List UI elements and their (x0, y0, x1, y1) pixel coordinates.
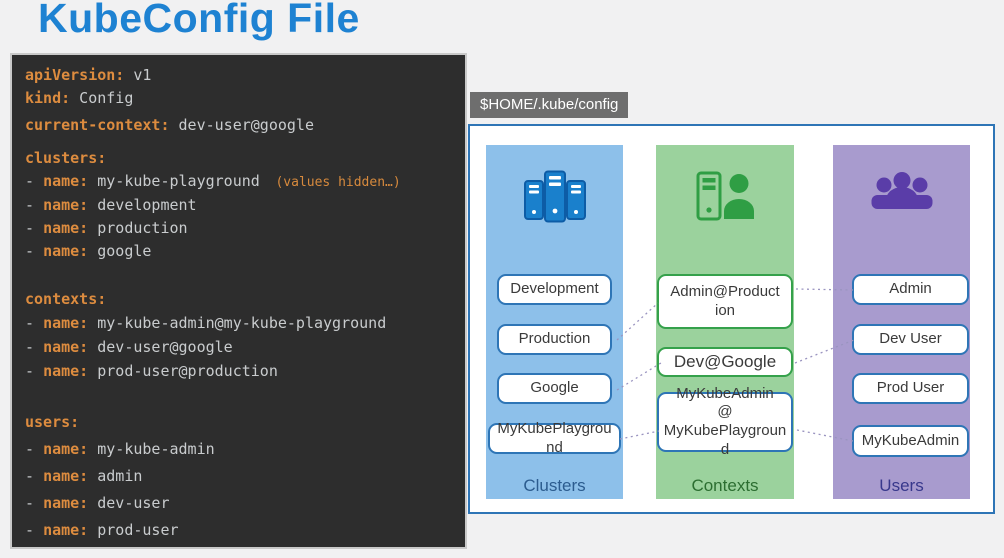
diagram-box-development: Development (497, 274, 612, 305)
server-cluster-icon (486, 170, 623, 230)
server-user-icon (656, 170, 794, 222)
code-line: - name: dev-user (25, 494, 170, 512)
code-section-clusters: clusters: - name: my-kube-playground (val… (25, 147, 452, 263)
code-line: - name: dev-user@google (25, 338, 233, 356)
code-line: clusters: (25, 149, 107, 167)
clusters-column-label: Clusters (523, 476, 586, 495)
code-line: - name: my-kube-admin@my-kube-playground (25, 314, 387, 332)
code-line: - name: prod-user@production (25, 362, 278, 380)
diagram-box-google: Google (497, 373, 612, 404)
diagram-box-prod-user: Prod User (852, 373, 969, 404)
connector-google-devgoogle (616, 362, 662, 391)
code-line: - name: google (25, 242, 152, 260)
connector-mykubeplayground-mykubeadmin (619, 430, 660, 440)
code-section-head: apiVersion: v1 kind: Config (25, 64, 452, 110)
code-line: - name: my-kube-admin (25, 440, 215, 458)
users-column-label: Users (879, 476, 924, 495)
code-section-users: users: - name: my-kube-admin - name: admin… (25, 409, 452, 544)
connector-production-adminproduction (616, 302, 659, 341)
code-line: - name: my-kube-playground (values hidde… (25, 172, 401, 190)
page-title: KubeConfig File (38, 0, 360, 41)
code-line: apiVersion: v1 (25, 66, 152, 84)
code-line: users: (25, 413, 80, 431)
diagram-box-admin-production: Admin@Production (657, 274, 793, 329)
code-line: current-context: dev-user@google (25, 116, 314, 134)
diagram-box-dev-google: Dev@Google (657, 347, 793, 377)
code-line: kind: Config (25, 89, 134, 107)
code-line: contexts: (25, 290, 107, 308)
contexts-column-label: Contexts (691, 476, 759, 495)
kubeconfig-code-block: apiVersion: v1 kind: Config current-contex… (10, 53, 467, 549)
diagram-box-admin: Admin (852, 274, 969, 305)
diagram-box-mykubeadmin-mykubeplayground: MyKubeAdmin @ MyKubePlayground (657, 385, 793, 458)
code-line: - name: development (25, 196, 197, 214)
code-line: - name: prod-user (25, 521, 179, 539)
user-group-icon (833, 170, 970, 222)
code-line: - name: admin (25, 467, 143, 485)
diagram-box-mykubeplayground: MyKubePlayground (488, 420, 621, 456)
diagram-box-mykubeadmin: MyKubeAdmin (852, 425, 969, 457)
config-path-label: $HOME/.kube/config (470, 92, 629, 118)
code-lines: apiVersion: v1 kind: Config current-contex… (25, 64, 452, 544)
code-section-current: current-context: dev-user@google (25, 114, 452, 137)
diagram-box-production: Production (497, 324, 612, 355)
code-line: - name: production (25, 219, 188, 237)
code-section-contexts: contexts: - name: my-kube-admin@my-kube-p… (25, 287, 452, 383)
diagram-box-dev-user: Dev User (852, 324, 969, 355)
